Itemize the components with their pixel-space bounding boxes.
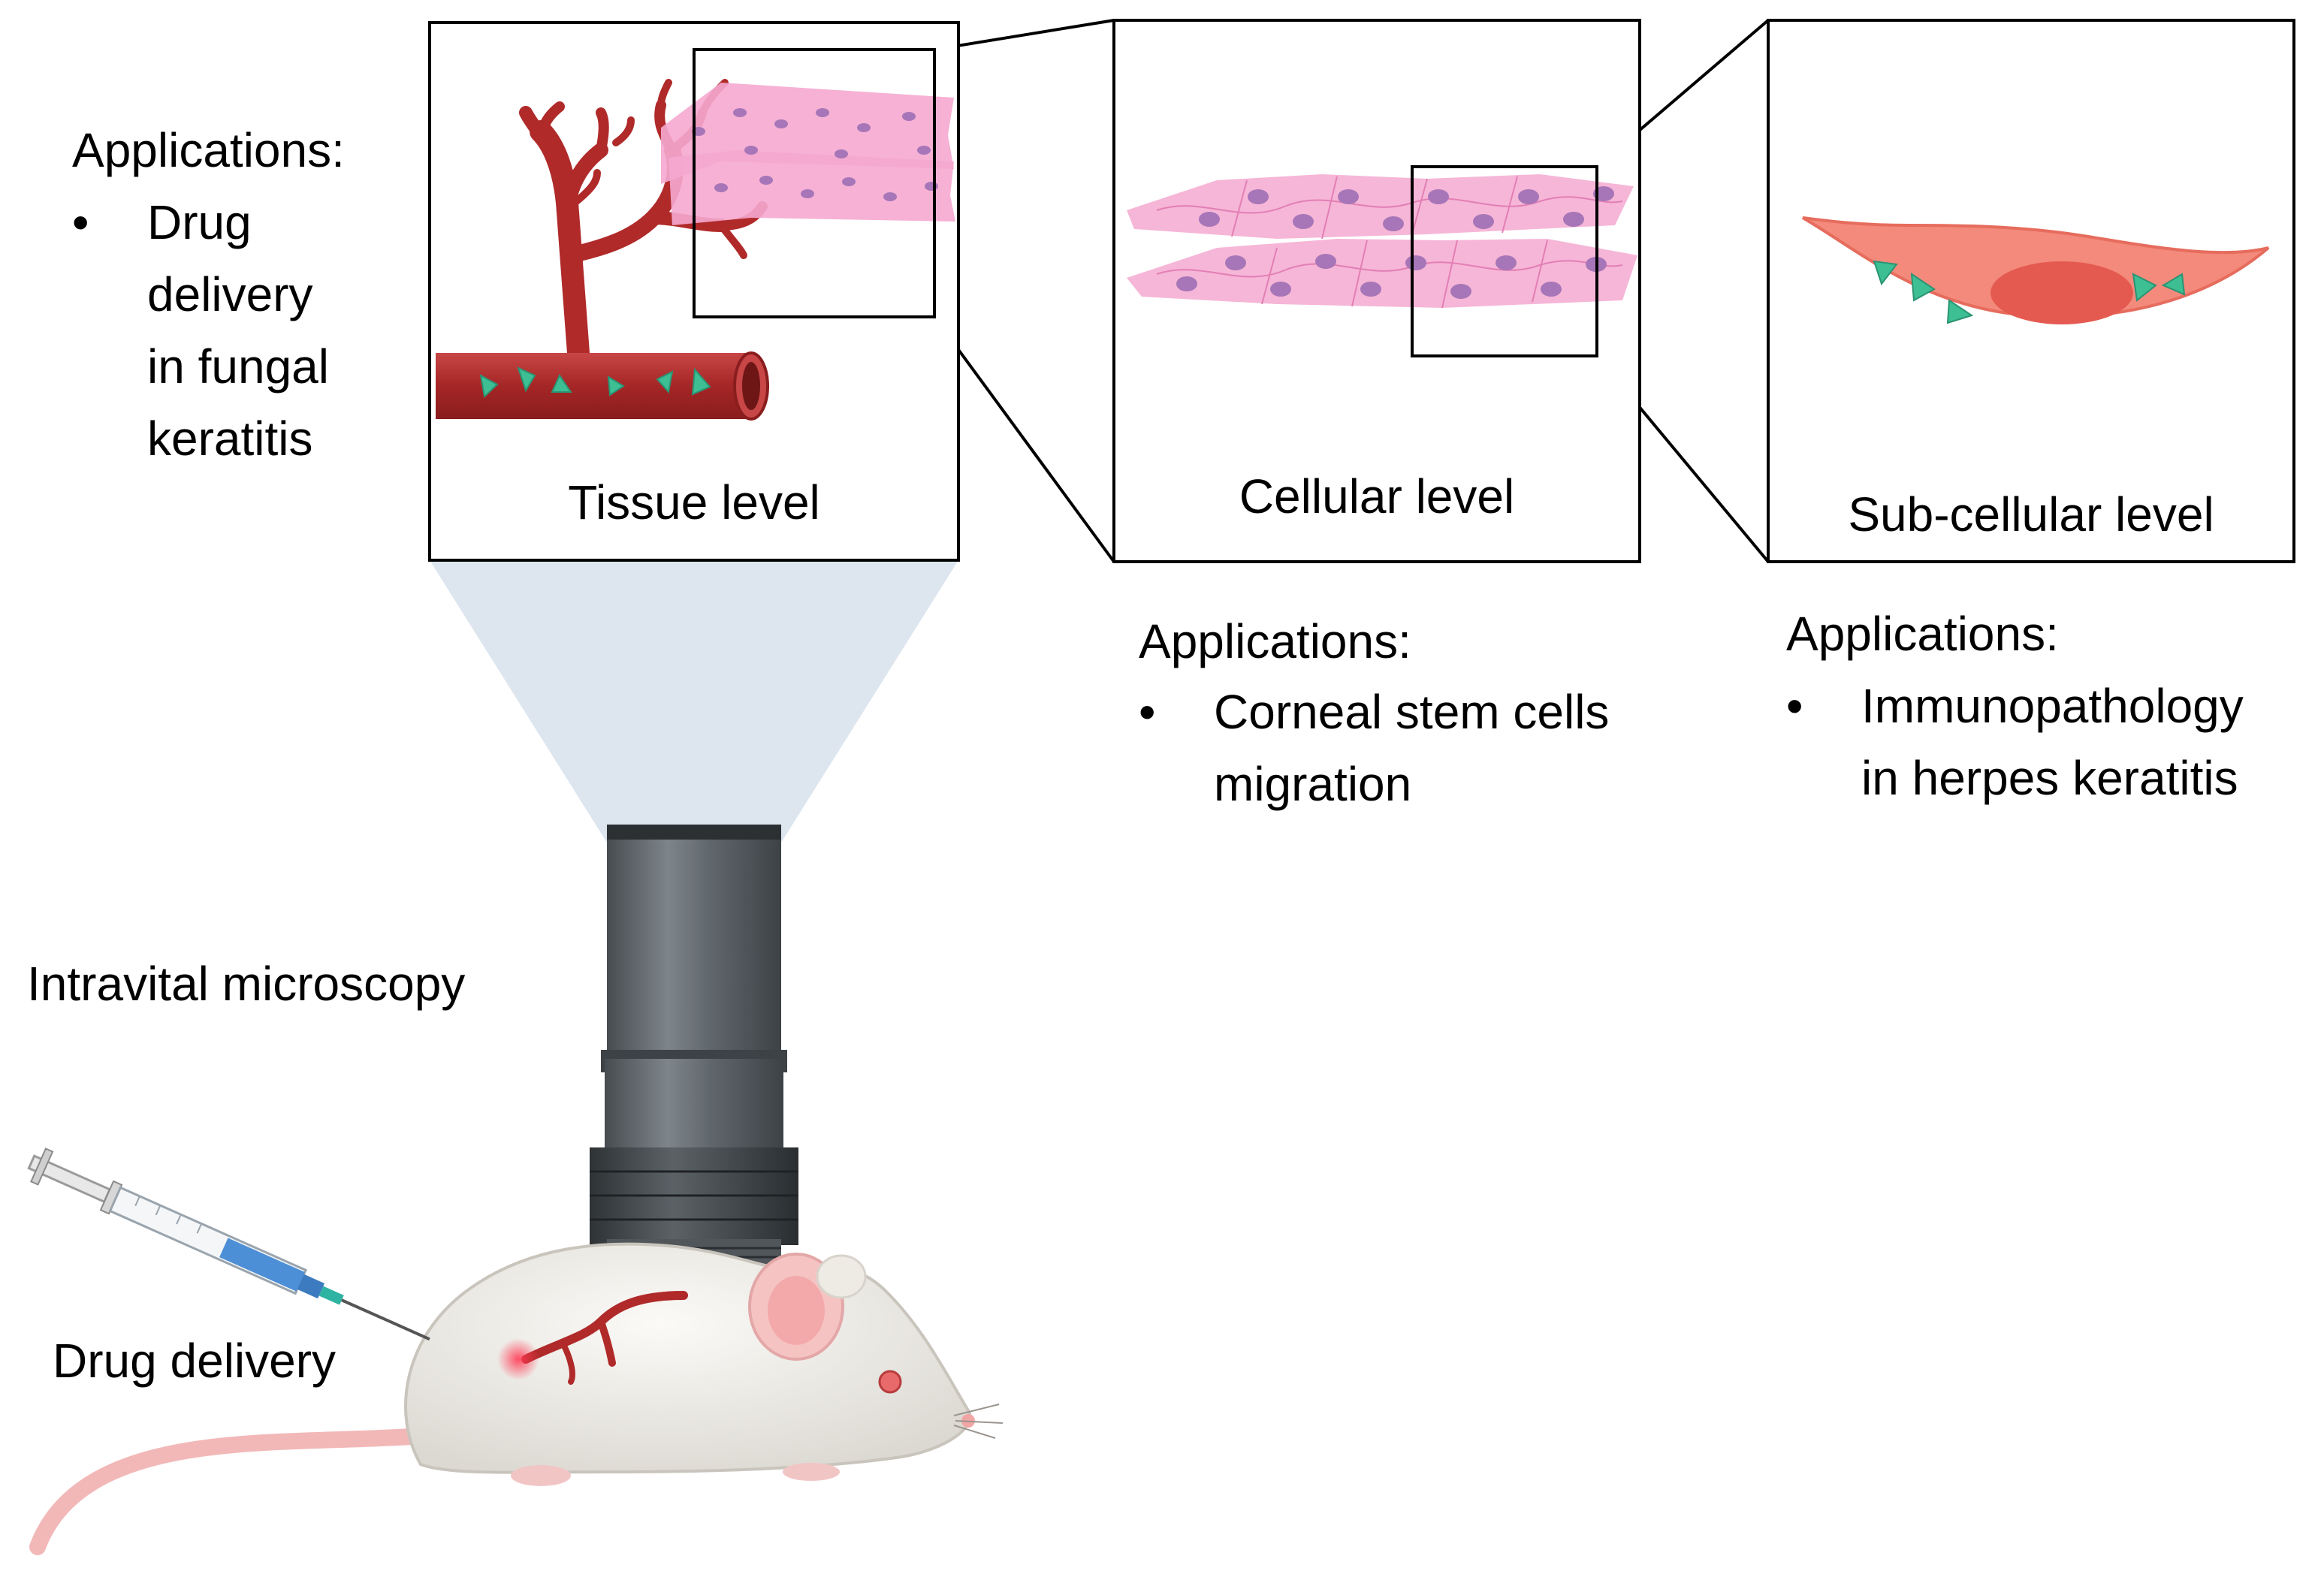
light-cone: [430, 560, 958, 843]
horizontal-vessel: [436, 351, 769, 421]
cell-sheet: [1127, 174, 1637, 309]
subcellular-panel: [1767, 19, 2295, 563]
microscope-objective: [590, 825, 798, 1277]
cellular-level-label: Cellular level: [1239, 469, 1515, 523]
tissue-zoom-box: [693, 48, 936, 318]
mouse-tail: [29, 1426, 451, 1555]
tissue-level-label: Tissue level: [568, 475, 820, 529]
list-item: Drug delivery in fungal keratitis: [72, 186, 329, 475]
cellular-applications-list: Corneal stem cells migration: [1139, 676, 1609, 820]
subcellular-applications-list: Immunopathology in herpes keratitis: [1786, 670, 2244, 814]
cellular-zoom-box: [1411, 165, 1598, 357]
mouse-ear: [816, 1254, 867, 1299]
drug-particle-icon: [479, 366, 711, 398]
mouse-body: [404, 1242, 972, 1474]
mouse: [29, 1242, 1004, 1555]
drug-delivery-label: Drug delivery: [53, 1334, 337, 1388]
list-item: Immunopathology in herpes keratitis: [1786, 670, 2244, 814]
mouse-vessel: [521, 1291, 688, 1385]
tissue-panel: [428, 21, 960, 562]
cell-nucleus: [1990, 261, 2133, 324]
intravital-microscopy-label: Intravital microscopy: [27, 957, 466, 1011]
list-item: Corneal stem cells migration: [1139, 676, 1609, 820]
subcellular-applications-heading: Applications:: [1786, 607, 2059, 661]
tissue-cell-sheet: [661, 83, 955, 225]
cellular-applications-heading: Applications:: [1139, 614, 1411, 668]
injection-glow: [497, 1338, 539, 1380]
drug-particle-icon: [1873, 260, 2186, 324]
mouse-eye: [878, 1370, 902, 1394]
tissue-applications-list: Drug delivery in fungal keratitis: [72, 186, 329, 475]
tissue-applications-heading: Applications:: [72, 123, 345, 177]
subcellular-level-label: Sub-cellular level: [1848, 487, 2214, 541]
syringe: [27, 1147, 430, 1341]
cellular-panel: [1112, 19, 1641, 563]
